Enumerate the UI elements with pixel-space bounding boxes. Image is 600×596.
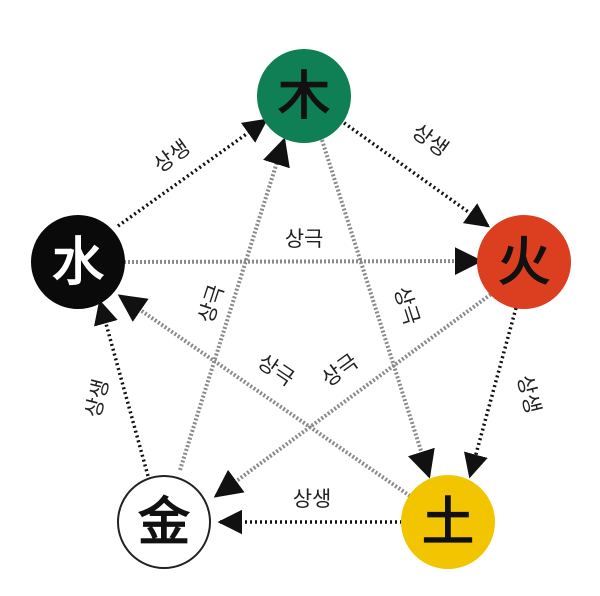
label-earth-water: 상극 xyxy=(253,349,298,391)
node-water-label: 水 xyxy=(52,232,105,293)
overcoming-edges xyxy=(117,137,496,498)
edge-metal-to-wood xyxy=(178,137,290,471)
node-earth: 土 xyxy=(401,475,495,569)
node-metal: 金 xyxy=(117,475,211,569)
edge-wood-to-fire xyxy=(338,118,490,228)
node-wood: 木 xyxy=(257,49,351,143)
node-metal-label: 金 xyxy=(137,492,191,553)
node-fire: 火 xyxy=(477,215,571,309)
edge-fire-to-metal xyxy=(213,290,496,498)
node-earth-label: 土 xyxy=(422,492,474,553)
label-metal-wood: 상극 xyxy=(194,282,229,326)
edge-earth-to-water xyxy=(117,294,412,498)
edge-wood-to-earth xyxy=(320,139,435,479)
label-wood-fire: 상생 xyxy=(407,119,452,161)
node-fire-label: 火 xyxy=(498,232,550,293)
label-wood-earth: 상극 xyxy=(389,284,424,328)
label-earth-metal: 상생 xyxy=(293,487,332,511)
label-metal-water: 상생 xyxy=(81,377,114,420)
node-wood-label: 木 xyxy=(278,66,330,127)
label-fire-earth: 상생 xyxy=(512,373,545,416)
generating-edges xyxy=(94,118,518,535)
label-water-wood: 상생 xyxy=(149,135,194,177)
edge-metal-to-water xyxy=(94,299,150,477)
edge-water-to-fire xyxy=(123,247,483,276)
node-water: 水 xyxy=(31,215,125,309)
edge-water-to-wood xyxy=(116,118,268,228)
edge-fire-to-earth xyxy=(464,307,518,479)
label-fire-metal: 상극 xyxy=(317,349,362,391)
label-water-fire: 상극 xyxy=(285,227,324,251)
